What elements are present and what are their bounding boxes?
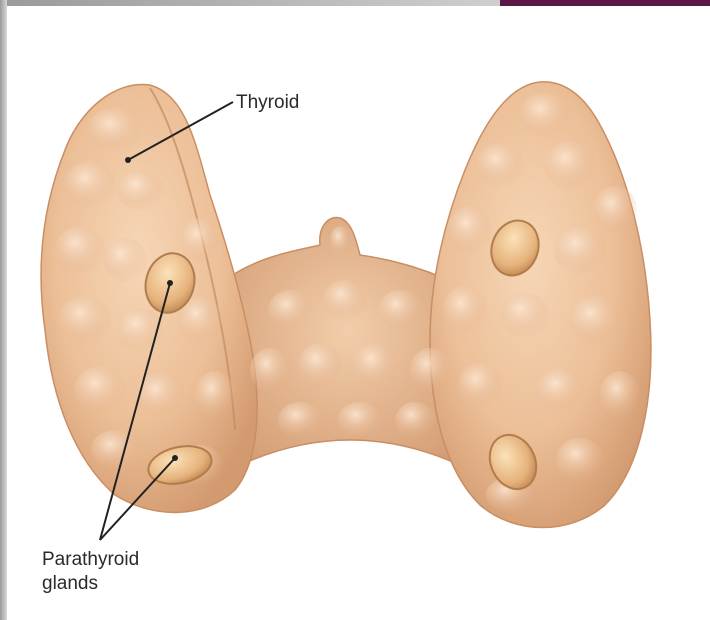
parathyroid-leader-dot-lower	[172, 455, 178, 461]
parathyroid-glands-label: Parathyroid glands	[42, 548, 139, 596]
thyroid-leader-dot	[125, 157, 131, 163]
thyroid-label: Thyroid	[236, 91, 299, 115]
parathyroid-leader-dot-upper	[167, 280, 173, 286]
